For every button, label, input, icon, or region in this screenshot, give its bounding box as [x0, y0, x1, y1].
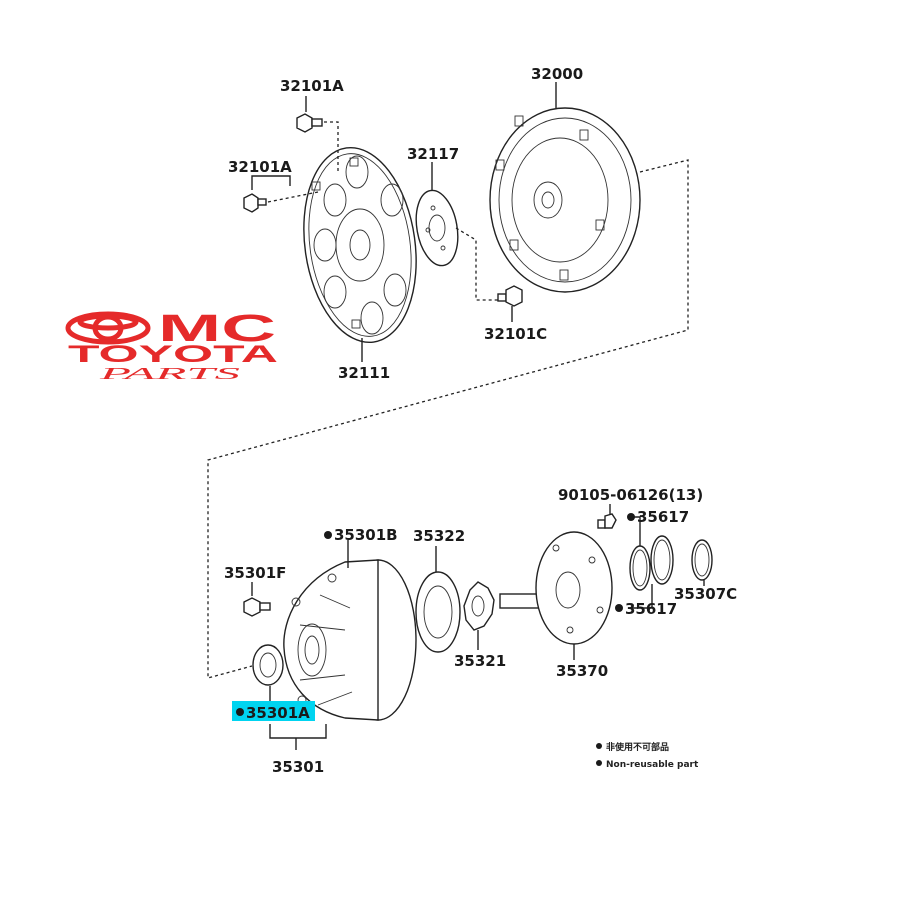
- label-35617-top: 35617: [637, 508, 689, 526]
- highlight-35301A: [232, 701, 315, 721]
- bolt-32101C[interactable]: [497, 285, 523, 307]
- non-reusable-marker: [615, 604, 623, 612]
- label-35301B: 35301B: [334, 526, 398, 544]
- watermark-logo: MC TOYOTA PARTS: [65, 308, 278, 383]
- spacer-32117[interactable]: [411, 187, 464, 269]
- snap-ring-35307C[interactable]: [691, 539, 713, 581]
- bolt-35301F[interactable]: [243, 597, 271, 617]
- label-35370: 35370: [556, 662, 608, 680]
- label-32101A-left: 32101A: [228, 158, 292, 176]
- bolt-90105-06126[interactable]: [597, 513, 617, 529]
- stator-shaft-35370[interactable]: [499, 531, 613, 645]
- legend: 非使用不可部品 Non-reusable part: [596, 741, 699, 770]
- label-90105-06126: 90105-06126(13): [558, 486, 703, 504]
- bolt-32101A-left[interactable]: [243, 193, 267, 213]
- label-32000: 32000: [531, 65, 583, 83]
- legend-marker-icon: [596, 743, 602, 749]
- oil-pump-body-35301B[interactable]: [283, 559, 417, 721]
- label-32101C: 32101C: [484, 325, 547, 343]
- non-reusable-marker: [627, 513, 635, 521]
- non-reusable-marker: [324, 531, 332, 539]
- watermark-line2: TOYOTA: [68, 341, 278, 368]
- label-35322: 35322: [413, 527, 465, 545]
- label-35301A: 35301A: [246, 704, 310, 722]
- label-35617-bottom: 35617: [625, 600, 677, 618]
- seal-ring-35617-a[interactable]: [629, 545, 651, 591]
- drive-plate-32111[interactable]: [292, 140, 428, 349]
- label-35321: 35321: [454, 652, 506, 670]
- label-35301: 35301: [272, 758, 324, 776]
- label-32101A-top: 32101A: [280, 77, 344, 95]
- label-35307C: 35307C: [674, 585, 737, 603]
- non-reusable-marker: [236, 708, 244, 716]
- label-32117: 32117: [407, 145, 459, 163]
- bolt-32101A-top[interactable]: [296, 113, 323, 133]
- torque-converter-32000[interactable]: [489, 107, 641, 293]
- watermark-line3: PARTS: [97, 364, 241, 383]
- seal-ring-35617-b[interactable]: [650, 535, 674, 585]
- toyota-emblem-icon: [65, 311, 151, 345]
- watermark-line1: MC: [158, 308, 276, 350]
- label-32111: 32111: [338, 364, 390, 382]
- legend-jp: 非使用不可部品: [606, 741, 669, 753]
- label-35301F: 35301F: [224, 564, 286, 582]
- oil-seal-35301A[interactable]: [252, 644, 284, 686]
- driven-gear-35322[interactable]: [415, 571, 461, 653]
- legend-en: Non-reusable part: [606, 760, 699, 770]
- drive-gear-35321[interactable]: [463, 581, 495, 631]
- legend-marker-icon: [596, 760, 602, 766]
